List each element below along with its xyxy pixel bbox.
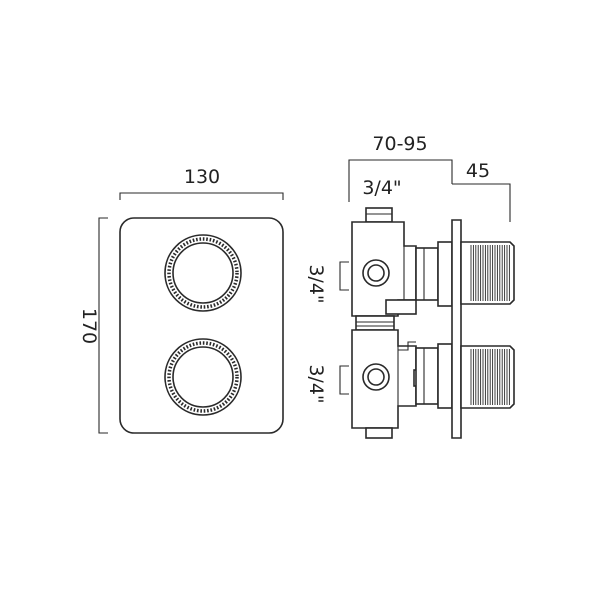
dimension-label-height: 170 bbox=[78, 308, 100, 344]
upper-control-knob bbox=[164, 234, 242, 312]
dimension-label-width: 130 bbox=[184, 166, 220, 188]
dimension-label-projection: 45 bbox=[466, 160, 490, 182]
top-port bbox=[365, 207, 393, 223]
front-view: 130 170 bbox=[78, 166, 284, 434]
upper-cartridge bbox=[415, 241, 453, 307]
dimension-inlet-top: 3/4" bbox=[362, 177, 401, 199]
dimension-label-inlet-top: 3/4" bbox=[362, 177, 401, 199]
dimension-inlet-upper: 3/4" bbox=[305, 261, 349, 304]
lower-valve-block bbox=[351, 329, 425, 429]
upper-valve-block bbox=[351, 221, 417, 317]
dimension-body-depth: 70-95 bbox=[348, 133, 453, 202]
upper-handle bbox=[460, 241, 515, 305]
dimension-inlet-lower: 3/4" bbox=[305, 364, 349, 404]
side-view: 70-95 45 3/4" 3/4" 3/4" bbox=[305, 133, 515, 439]
dimension-handle-projection: 45 bbox=[452, 160, 511, 222]
upper-block-tab bbox=[385, 299, 417, 315]
dimension-label-depth: 70-95 bbox=[372, 133, 427, 155]
dimension-label-inlet-lower: 3/4" bbox=[305, 364, 327, 403]
wall-plate-edge bbox=[451, 219, 462, 439]
dimension-plate-width: 130 bbox=[119, 166, 284, 200]
lower-handle bbox=[460, 345, 515, 409]
faceplate bbox=[119, 217, 284, 434]
bottom-port bbox=[365, 427, 393, 439]
lower-cartridge bbox=[415, 343, 453, 409]
dimension-label-inlet-upper: 3/4" bbox=[305, 264, 327, 303]
dimension-plate-height: 170 bbox=[78, 217, 108, 434]
lower-control-knob bbox=[164, 338, 242, 416]
block-connector bbox=[355, 315, 395, 331]
